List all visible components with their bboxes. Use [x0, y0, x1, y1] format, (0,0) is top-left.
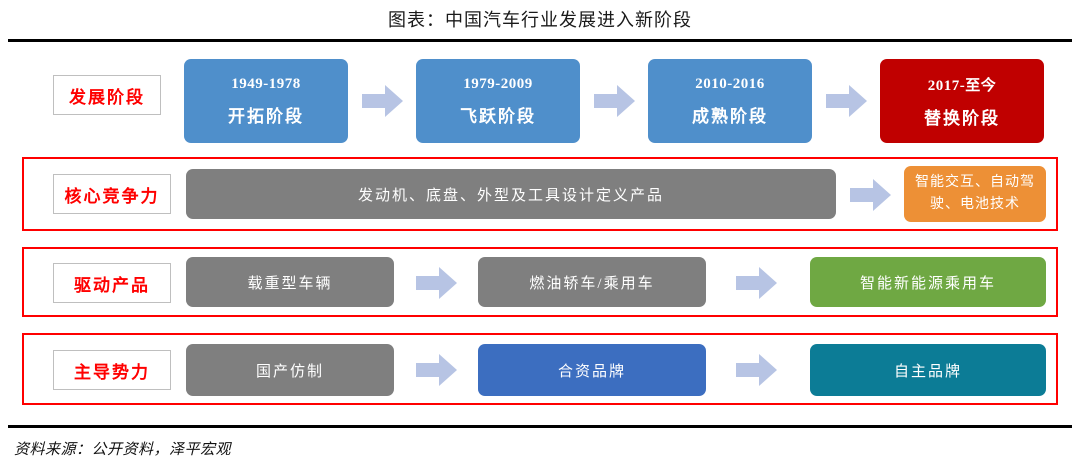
- dominant-force-box-2[interactable]: 合资品牌: [478, 344, 706, 396]
- dominant-force-box-2-text: 合资品牌: [557, 363, 626, 380]
- driving-product-box-1-text: 载重型车辆: [247, 275, 333, 292]
- arrow-icon-dominant-2-3: [736, 352, 778, 388]
- dominant-force-box-1[interactable]: 国产仿制: [186, 344, 394, 396]
- row-driving-product: 驱动产品 载重型车辆 燃油轿车/乘用车 智能新能源乘用车: [22, 247, 1058, 317]
- arrow-icon-stage-2-3: [594, 83, 636, 119]
- page-title: 图表：中国汽车行业发展进入新阶段: [388, 10, 692, 30]
- dominant-force-box-1-text: 国产仿制: [255, 363, 324, 380]
- driving-product-box-3[interactable]: 智能新能源乘用车: [810, 257, 1046, 307]
- dominant-force-box-3-text: 自主品牌: [893, 363, 962, 380]
- arrow-icon-core-1-2: [850, 177, 892, 213]
- core-competence-box-1[interactable]: 发动机、底盘、外型及工具设计定义产品: [186, 169, 836, 219]
- row-label-driving-product: 驱动产品: [53, 263, 171, 303]
- stage-box-1-name: 开拓阶段: [228, 106, 304, 126]
- stage-box-2-period: 1979-2009: [463, 75, 533, 92]
- stage-box-3-period: 2010-2016: [695, 75, 765, 92]
- driving-product-box-1[interactable]: 载重型车辆: [186, 257, 394, 307]
- arrow-icon-driving-2-3: [736, 265, 778, 301]
- row-development-stage: 发展阶段 1949-1978 开拓阶段 1979-2009 飞跃阶段 2010-…: [22, 55, 1058, 147]
- stage-box-2-name: 飞跃阶段: [460, 106, 536, 126]
- row-label-development-stage: 发展阶段: [53, 75, 161, 115]
- stage-box-1[interactable]: 1949-1978 开拓阶段: [184, 59, 348, 143]
- stage-box-4-period: 2017-至今: [927, 77, 997, 94]
- driving-product-box-2[interactable]: 燃油轿车/乘用车: [478, 257, 706, 307]
- core-competence-box-1-text: 发动机、底盘、外型及工具设计定义产品: [357, 187, 664, 204]
- arrow-icon-dominant-1-2: [416, 352, 458, 388]
- row-label-core-competence: 核心竞争力: [53, 174, 171, 214]
- core-competence-box-2[interactable]: 智能交互、自动驾驶、电池技术: [904, 166, 1046, 222]
- row-core-competence: 核心竞争力 发动机、底盘、外型及工具设计定义产品 智能交互、自动驾驶、电池技术: [22, 157, 1058, 231]
- stage-box-2[interactable]: 1979-2009 飞跃阶段: [416, 59, 580, 143]
- arrow-icon-stage-1-2: [362, 83, 404, 119]
- arrow-icon-driving-1-2: [416, 265, 458, 301]
- core-competence-box-2-text: 智能交互、自动驾驶、电池技术: [915, 175, 1035, 212]
- driving-product-box-2-text: 燃油轿车/乘用车: [529, 275, 655, 292]
- top-divider: [8, 39, 1072, 42]
- stage-box-1-period: 1949-1978: [231, 75, 301, 92]
- driving-product-box-3-text: 智能新能源乘用车: [859, 275, 996, 292]
- row-label-dominant-force: 主导势力: [53, 350, 171, 390]
- stage-box-3[interactable]: 2010-2016 成熟阶段: [648, 59, 812, 143]
- stage-box-4[interactable]: 2017-至今 替换阶段: [880, 59, 1044, 143]
- dominant-force-box-3[interactable]: 自主品牌: [810, 344, 1046, 396]
- row-dominant-force: 主导势力 国产仿制 合资品牌 自主品牌: [22, 333, 1058, 405]
- stage-box-4-name: 替换阶段: [924, 108, 1000, 128]
- arrow-icon-stage-3-4: [826, 83, 868, 119]
- source-note: 资料来源：公开资料，泽平宏观: [14, 442, 232, 458]
- bottom-divider: [8, 425, 1072, 428]
- stage-box-3-name: 成熟阶段: [692, 106, 768, 126]
